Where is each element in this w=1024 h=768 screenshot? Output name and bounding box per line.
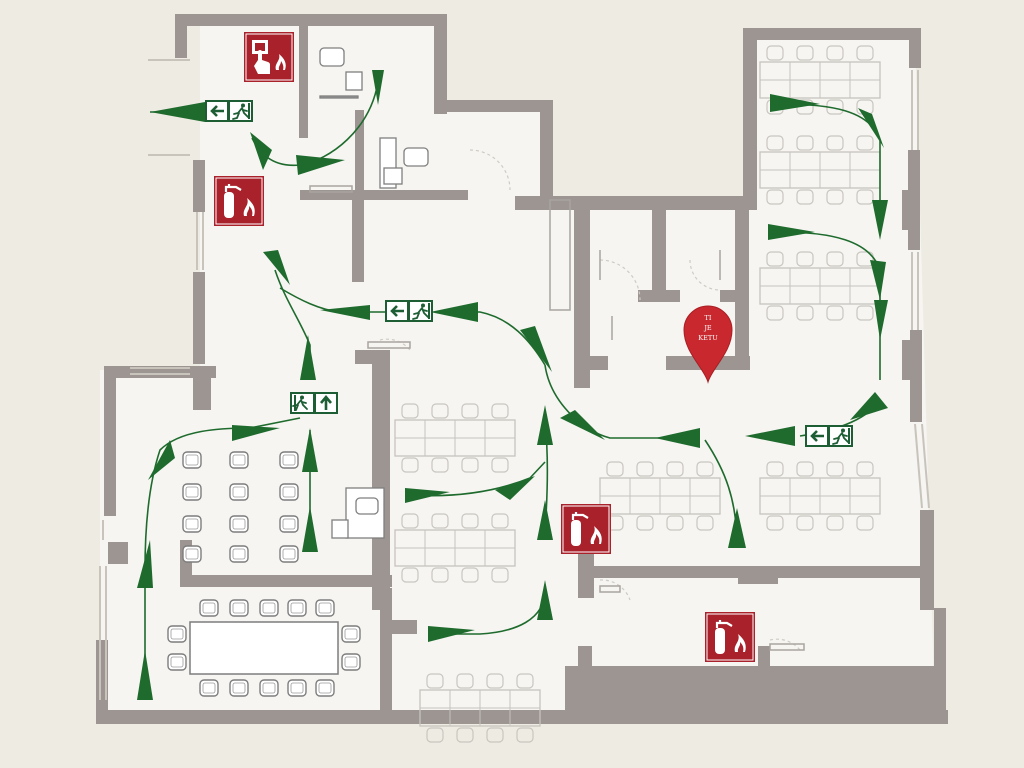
fire-extinguisher-sign [212, 174, 266, 228]
fire-alarm-sign [243, 31, 295, 83]
fire-extinguisher-sign [559, 502, 613, 556]
emergency-exit-sign [288, 390, 340, 416]
location-pin-icon [683, 305, 733, 384]
emergency-exit-sign [803, 423, 855, 449]
floor-area [100, 22, 935, 722]
location-marker: TI JE KETU [683, 305, 733, 384]
location-marker-line-2: JE [703, 324, 712, 332]
windows [99, 59, 930, 700]
meeting-room-table [167, 599, 361, 697]
emergency-exit-sign [203, 98, 255, 124]
location-marker-line-3: KETU [698, 334, 718, 342]
emergency-exit-sign [383, 298, 435, 324]
evacuation-arrows [137, 70, 888, 700]
location-marker-line-1: TI [705, 314, 712, 322]
fixtures [309, 185, 805, 651]
office-furniture [319, 47, 429, 539]
fire-extinguisher-sign [703, 610, 757, 664]
walls [96, 14, 948, 724]
